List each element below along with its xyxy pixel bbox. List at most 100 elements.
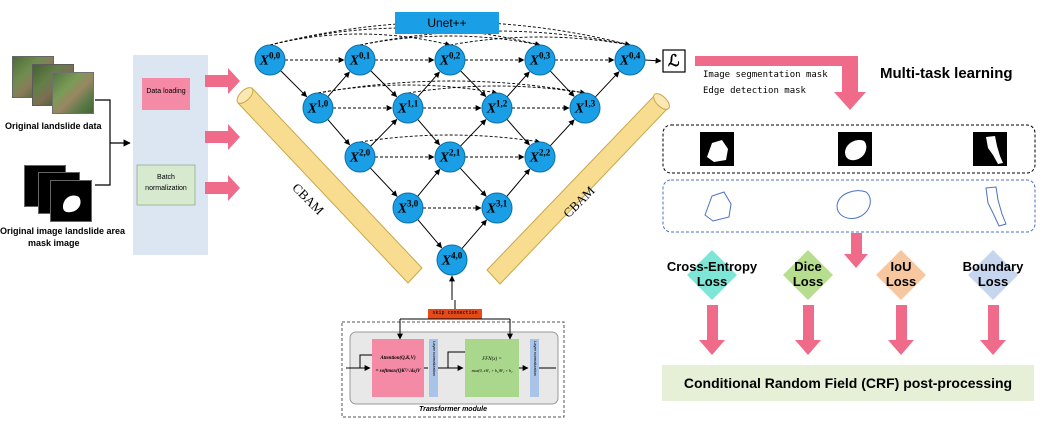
node-x01	[344, 44, 376, 76]
edge-x13-x04	[594, 71, 620, 98]
layer-norm-2-label: Layer normalization	[533, 341, 538, 376]
node-base-x12: X	[486, 101, 497, 117]
iou-label: IoU Loss	[861, 259, 941, 289]
mask-image-3	[50, 180, 92, 222]
edge-x31-x22	[506, 168, 531, 197]
node-label-x22: X2,2	[530, 148, 551, 167]
node-label-x03: X0,3	[530, 51, 551, 70]
node-base-x20: X	[349, 150, 360, 166]
node-base-x30: X	[397, 201, 408, 217]
node-base-x00: X	[259, 53, 270, 69]
transformer-module	[341, 300, 565, 418]
attention-box	[372, 339, 424, 397]
node-sup-x21: 2,1	[449, 147, 461, 158]
data-loading-label: Data loading	[146, 88, 186, 95]
edge-x02-x12	[460, 70, 487, 97]
skip-connection-label: skip connection	[432, 310, 478, 316]
node-base-x03: X	[529, 53, 540, 69]
original-data-label: Original landslide data	[5, 121, 102, 131]
edge-x30-x21	[417, 168, 441, 197]
batch-norm-label-2: normalization	[145, 185, 187, 192]
iou-diamond	[876, 250, 926, 300]
node-x21	[434, 141, 466, 173]
node-label-x02: X0,2	[440, 51, 461, 70]
layer-norm-1-label: Layer normalization	[432, 341, 437, 376]
edge-mask-panel	[662, 179, 1036, 233]
unet-title-box: Unet++	[395, 12, 499, 34]
seg-mask-3	[973, 132, 1007, 166]
edge-x11-x02	[417, 71, 440, 98]
skip-arc-x02-x04	[449, 36, 631, 47]
multitask-label: Multi-task learning	[880, 65, 1013, 82]
edge-x21-x12	[460, 119, 487, 147]
node-sup-x02: 0,2	[449, 50, 461, 61]
cross-entropy-line2: Loss	[696, 274, 728, 289]
edge-x30-x40	[417, 219, 443, 249]
node-label-x11: X1,1	[398, 99, 419, 118]
node-label-x13: X1,3	[575, 99, 596, 118]
node-sup-x00: 0,0	[269, 50, 281, 61]
skip-arc-x20-x22	[359, 134, 541, 144]
crf-arrow-2	[795, 305, 821, 355]
cbam-left	[236, 87, 423, 284]
pink-arrow-3	[205, 175, 240, 201]
crf-box: Conditional Random Field (CRF) post-proc…	[662, 365, 1034, 401]
node-sup-x04: 0,4	[629, 50, 641, 61]
node-sup-x11: 1,1	[407, 98, 419, 109]
dice-line2: Loss	[792, 274, 824, 289]
mask-label-line1: Original image landslide area	[0, 226, 126, 236]
node-sup-x12: 1,2	[496, 98, 508, 109]
edge-x10-x01	[327, 71, 350, 98]
batch-norm-box	[136, 164, 196, 206]
node-base-x04: X	[619, 53, 630, 69]
node-x10	[302, 92, 334, 124]
node-label-x10: X1,0	[308, 99, 329, 118]
landslide-image-3	[52, 72, 94, 114]
node-label-x31: X3,1	[487, 199, 508, 218]
boundary-line2: Loss	[977, 274, 1009, 289]
node-label-x01: X0,1	[350, 51, 371, 70]
node-label-x12: X1,2	[487, 99, 508, 118]
iou-line2: Loss	[885, 274, 917, 289]
iou-line1: IoU	[890, 259, 912, 274]
node-label-x30: X3,0	[398, 199, 419, 218]
crf-arrow-1	[699, 305, 725, 355]
transformer-caption: Transformer module	[419, 406, 487, 413]
node-sup-x13: 1,3	[584, 98, 596, 109]
boundary-diamond	[968, 250, 1018, 300]
node-label-x40: X4,0	[442, 251, 463, 270]
edge-x40-x31	[461, 219, 487, 249]
node-sup-x31: 3,1	[496, 198, 508, 209]
dice-label: Dice Loss	[768, 259, 848, 289]
node-base-x11: X	[397, 101, 408, 117]
ffn-line2: max(0, xW₁ + b₁)W₂ + b₂	[471, 368, 513, 373]
network-nodes	[254, 44, 646, 276]
pink-arrow-1	[205, 68, 240, 94]
node-x04	[614, 44, 646, 76]
node-x02	[434, 44, 466, 76]
loss-symbol: ℒ	[668, 51, 680, 70]
node-base-x22: X	[529, 150, 540, 166]
skip-arc-x11-x13	[407, 85, 586, 95]
node-label-x21: X2,1	[440, 148, 461, 167]
node-base-x21: X	[439, 150, 450, 166]
node-x03	[524, 44, 556, 76]
edge-x22-x13	[549, 119, 575, 147]
skip-arc-x00-x02	[269, 33, 451, 47]
edge-x04-loss	[644, 57, 662, 64]
batch-norm-label-1: Batch	[157, 174, 175, 181]
attention-line1: Attention(Q,K,V)	[380, 356, 416, 361]
output-line-2: Edge detection mask	[703, 86, 806, 96]
edge-x12-x22	[506, 118, 530, 146]
node-sup-x30: 3,0	[407, 198, 419, 209]
node-x12	[481, 92, 513, 124]
node-base-x13: X	[574, 101, 585, 117]
node-x13	[569, 92, 601, 124]
edge-x11-x21	[417, 119, 440, 146]
node-label-x04: X0,4	[620, 51, 641, 70]
output-arrow	[695, 56, 866, 110]
losses-arrow	[844, 233, 868, 268]
input-arrows	[205, 68, 240, 201]
seg-mask-2	[838, 132, 872, 166]
output-line-1: Image segmentation mask	[703, 70, 828, 80]
